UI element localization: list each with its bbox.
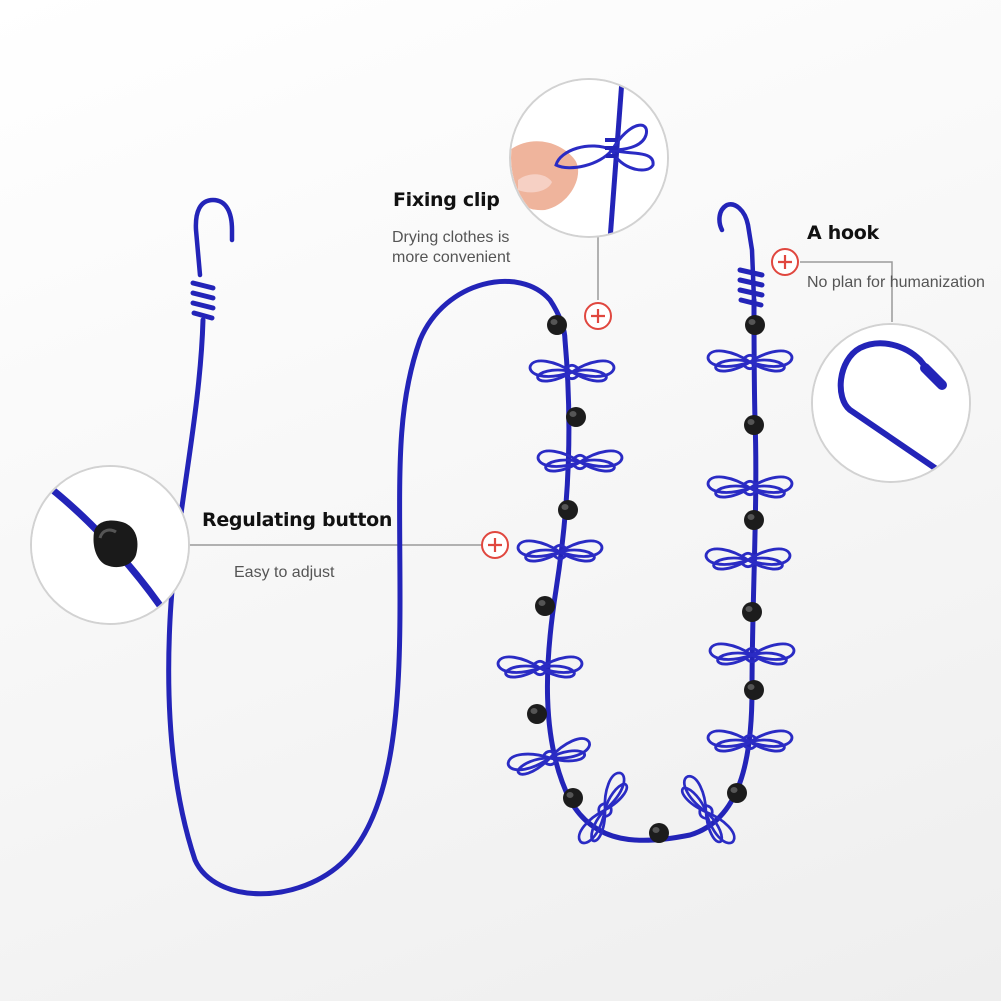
zoom-regulating-button [30,465,190,625]
clip [706,349,794,373]
clip [706,729,794,753]
plus-marker-icon [770,247,800,277]
zoom-fixing-clip [509,78,669,238]
clip [528,359,616,383]
regulating-beads [527,315,765,843]
clip [536,449,624,473]
plus-marker-icon [583,301,613,331]
plus-marker-icon [480,530,510,560]
zoom-hook [811,323,971,483]
leader-lines [188,236,893,546]
fixing-clip-description-line2: more convenient [392,249,511,266]
hook-description: No plan for humanization [807,274,985,291]
clip [496,655,584,679]
clip [516,539,604,563]
hook-title: A hook [807,222,879,244]
fixing-clip-title: Fixing clip [393,189,500,211]
fixing-clip-description-line1: Drying clothes is [392,229,510,246]
clip [704,547,792,571]
clip [706,475,794,499]
clip [708,642,796,666]
rope [166,197,765,897]
regulating-button-title: Regulating button [202,509,393,531]
regulating-button-description: Easy to adjust [234,564,335,581]
